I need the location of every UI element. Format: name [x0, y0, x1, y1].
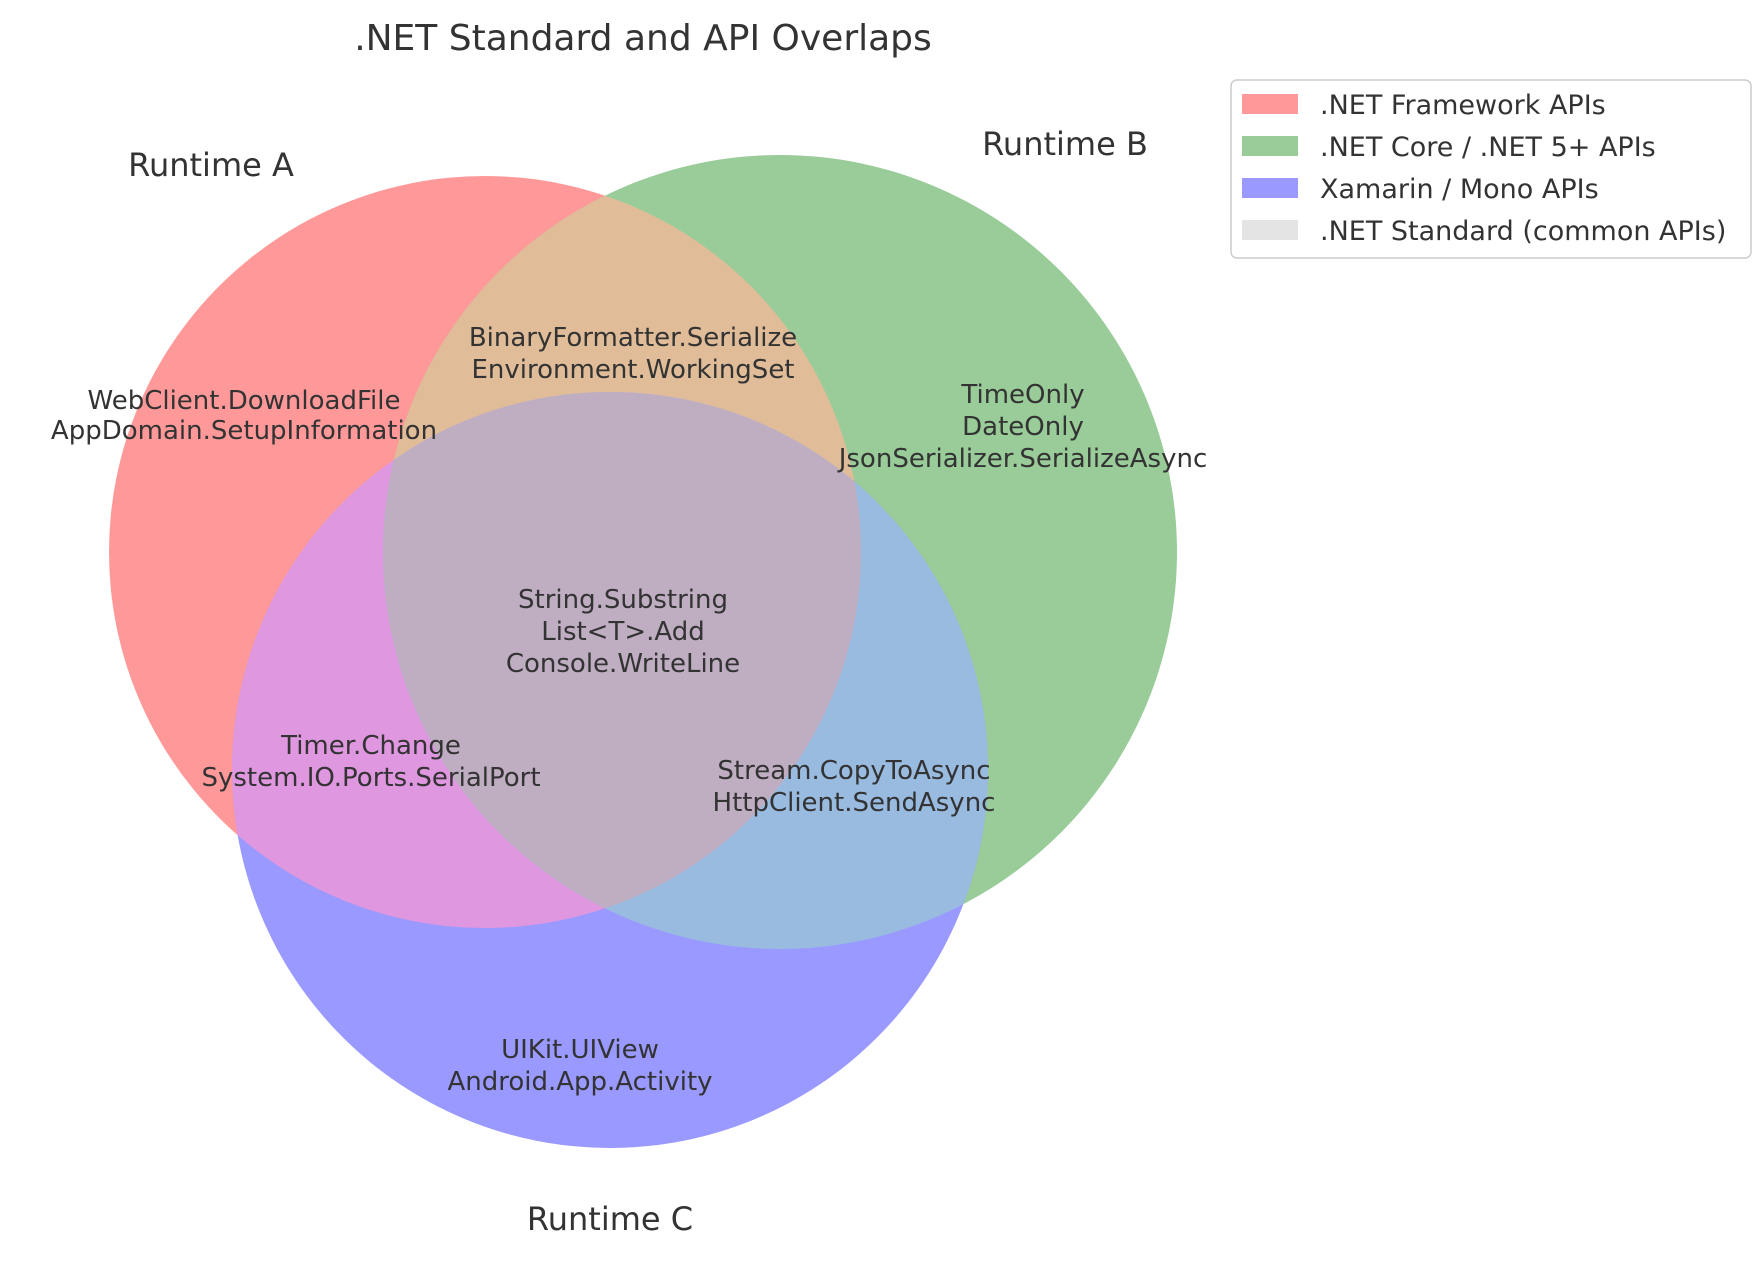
region-a-b-line-2: Environment.WorkingSet — [471, 355, 794, 385]
region-b-only-line-3: JsonSerializer.SerializeAsync — [837, 444, 1208, 474]
region-a-b-c-line-1: String.Substring — [518, 585, 728, 615]
region-b-c-line-2: HttpClient.SendAsync — [713, 788, 996, 818]
legend: .NET Framework APIs .NET Core / .NET 5+ … — [1230, 79, 1752, 259]
legend-label-framework: .NET Framework APIs — [1320, 90, 1606, 121]
region-a-only-line-1: WebClient.DownloadFile — [88, 386, 401, 416]
legend-label-standard: .NET Standard (common APIs) — [1320, 216, 1726, 247]
region-c-only-line-2: Android.App.Activity — [447, 1067, 712, 1097]
region-c-only-line-1: UIKit.UIView — [501, 1035, 659, 1065]
region-a-only-line-2: AppDomain.SetupInformation — [51, 416, 437, 446]
set-label-runtime-a: Runtime A — [128, 146, 294, 184]
region-a-b-c-line-2: List<T>.Add — [541, 617, 705, 647]
set-label-runtime-b: Runtime B — [982, 125, 1148, 163]
legend-label-xamarin: Xamarin / Mono APIs — [1320, 174, 1599, 205]
legend-swatch-standard — [1242, 220, 1298, 240]
legend-swatch-xamarin — [1242, 178, 1298, 198]
region-b-only-line-2: DateOnly — [962, 412, 1084, 442]
legend-label-core: .NET Core / .NET 5+ APIs — [1320, 132, 1656, 163]
region-a-c-line-1: Timer.Change — [280, 731, 461, 761]
legend-frame — [1230, 79, 1752, 259]
legend-swatch-framework — [1242, 94, 1298, 114]
legend-swatch-core — [1242, 136, 1298, 156]
region-a-b-c-line-3: Console.WriteLine — [506, 649, 740, 679]
region-a-c-line-2: System.IO.Ports.SerialPort — [201, 763, 540, 793]
region-b-c-line-1: Stream.CopyToAsync — [717, 756, 990, 786]
diagram-title: .NET Standard and API Overlaps — [354, 18, 932, 59]
region-b-only-line-1: TimeOnly — [960, 380, 1084, 410]
set-label-runtime-c: Runtime C — [527, 1200, 693, 1238]
overlap-a-b-c — [383, 392, 861, 928]
region-a-b-line-1: BinaryFormatter.Serialize — [469, 323, 797, 353]
